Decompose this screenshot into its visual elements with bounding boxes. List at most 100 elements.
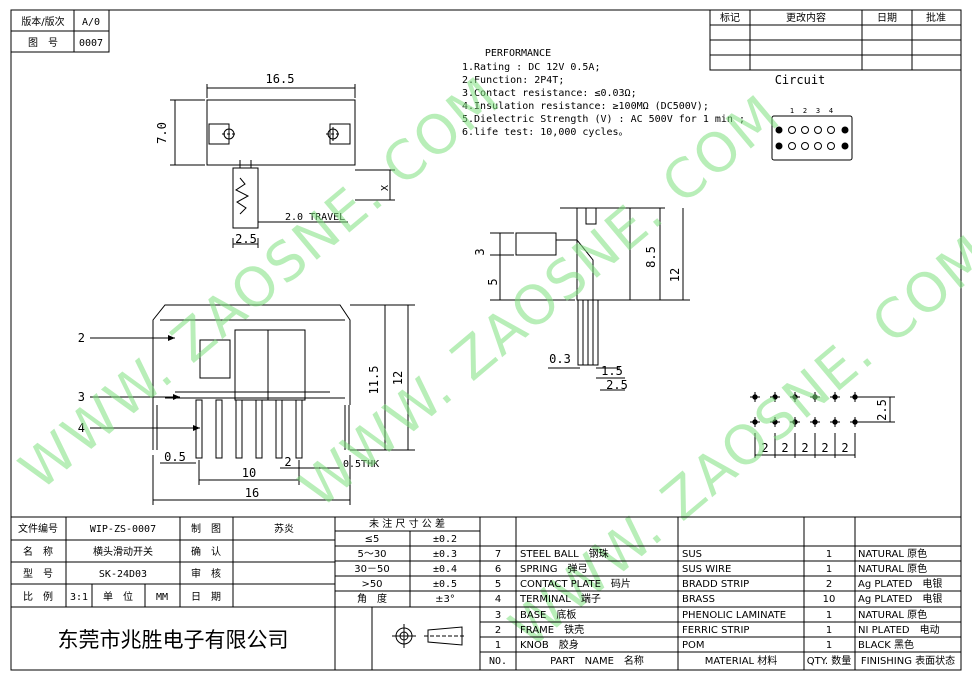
header-block: 版本/版次 A/0 图 号 0007 xyxy=(10,9,110,53)
scale-label: 比 例 xyxy=(23,590,53,603)
revision-header-approve: 批准 xyxy=(926,11,946,24)
tol-range-4: >50 xyxy=(361,579,382,590)
confirm-label: 确 认 xyxy=(191,545,221,558)
bom-cell-qty: 1 xyxy=(826,564,832,575)
bom-cell-qty: 2 xyxy=(826,579,832,590)
bom-cell-material: BRADD STRIP xyxy=(682,579,749,590)
footprint-pitch-4: 2 xyxy=(821,441,828,455)
bom-grid xyxy=(479,516,962,671)
dim-side-1-5: 1.5 xyxy=(601,364,623,378)
performance-line-6: 6.life test: 10,000 cycles。 xyxy=(462,127,629,138)
scale-value: 3:1 xyxy=(70,592,88,603)
side-view xyxy=(490,207,690,391)
model-label: 型 号 xyxy=(23,567,53,580)
tolerance-title: 未 注 尺 寸 公 差 xyxy=(369,517,445,530)
tol-value-1: ±0.2 xyxy=(433,534,457,545)
footprint-pitch-3: 2 xyxy=(801,441,808,455)
footprint-pad xyxy=(772,419,778,425)
dim-side-3: 3 xyxy=(473,248,487,255)
revision-table xyxy=(709,9,962,71)
footprint-pad xyxy=(792,394,798,400)
footprint-pad xyxy=(832,419,838,425)
circuit-pin-4: 4 xyxy=(829,107,833,115)
bom-cell-finish: Ag PLATED 电银 xyxy=(858,592,942,605)
bom-cell-material: SUS xyxy=(682,549,702,560)
dim-front-16: 16 xyxy=(245,486,259,500)
top-view xyxy=(170,84,395,248)
bom-header-part: PART NAME 名称 xyxy=(550,654,644,667)
footprint-pad xyxy=(752,419,758,425)
bom-cell-part: TERMINAL 端子 xyxy=(519,592,601,605)
drafter-value: 苏炎 xyxy=(274,522,294,535)
bom-header-finish: FINISHING 表面状态 xyxy=(861,654,955,667)
footprint-pad xyxy=(852,419,858,425)
name-value: 横头滑动开关 xyxy=(93,545,153,558)
bom-cell-qty: 1 xyxy=(826,625,832,636)
performance-title: PERFORMANCE xyxy=(485,48,551,59)
dim-front-2: 2 xyxy=(284,455,291,469)
footprint-pad xyxy=(812,394,818,400)
bom-cell-material: BRASS xyxy=(682,594,715,605)
bom-header-qty: QTY. 数量 xyxy=(807,654,851,667)
dim-front-11-5: 11.5 xyxy=(367,366,381,395)
drawing-no-value: 0007 xyxy=(79,38,103,49)
dim-side-5: 5 xyxy=(486,278,500,285)
performance-line-2: 2.Function: 2P4T; xyxy=(462,75,564,86)
tol-value-2: ±0.3 xyxy=(433,549,457,560)
drafter-label: 制 图 xyxy=(191,522,221,535)
file-no-value: WIP-ZS-0007 xyxy=(90,524,156,535)
name-label: 名 称 xyxy=(23,545,53,558)
projection-symbol xyxy=(392,624,466,648)
bom-cell-no: 6 xyxy=(495,564,501,575)
footprint-pad xyxy=(792,419,798,425)
circuit-pin-2: 2 xyxy=(803,107,807,115)
tol-range-1: ≤5 xyxy=(365,534,380,545)
performance-line-3: 3.Contact resistance: ≤0.03Ω; xyxy=(462,88,637,99)
bom-cell-finish: NATURAL 原色 xyxy=(858,547,927,560)
front-callout-arrows xyxy=(168,335,200,431)
bom-cell-finish: NI PLATED 电动 xyxy=(858,623,940,636)
unit-value: MM xyxy=(156,592,168,603)
dim-side-0-3: 0.3 xyxy=(549,352,571,366)
tol-value-4: ±0.5 xyxy=(433,579,457,590)
bom-cell-no: 5 xyxy=(495,579,501,590)
watermark-1: WWW. ZAOSNE. COM xyxy=(8,64,513,502)
tol-range-2: 5～30 xyxy=(357,549,386,560)
dim-travel: 2.0 TRAVEL xyxy=(285,212,345,223)
footprint-pad xyxy=(772,394,778,400)
performance-line-4: 4.Insulation resistance: ≥100MΩ (DC500V)… xyxy=(462,101,709,112)
bom-cell-no: 7 xyxy=(495,549,501,560)
bom-cell-finish: NATURAL 原色 xyxy=(858,562,927,575)
circuit-pin-1: 1 xyxy=(790,107,794,115)
callout-3: 3 xyxy=(78,390,85,404)
bom-cell-no: 1 xyxy=(495,640,501,651)
tol-value-3: ±0.4 xyxy=(433,564,457,575)
callout-4: 4 xyxy=(78,421,85,435)
date-label: 日 期 xyxy=(191,591,221,603)
dim-front-0-5: 0.5 xyxy=(164,450,186,464)
bom-cell-part: KNOB 胶身 xyxy=(520,638,579,651)
bom-cell-material: POM xyxy=(682,640,705,651)
dim-pin-offset: 2.5 xyxy=(235,232,257,246)
dim-front-10: 10 xyxy=(242,466,256,480)
front-view xyxy=(90,304,415,505)
footprint-pad xyxy=(832,394,838,400)
performance-line-5: 5.Dielectric Strength (V) : AC 500V for … xyxy=(462,114,745,125)
dim-front-12: 12 xyxy=(391,371,405,385)
bom-cell-no: 4 xyxy=(495,594,501,605)
bom-cell-finish: NATURAL 原色 xyxy=(858,608,927,621)
revision-header-date: 日期 xyxy=(877,12,897,24)
bom-cell-part: BASE 底板 xyxy=(520,608,576,621)
unit-label: 单 位 xyxy=(103,590,133,603)
bom-cell-qty: 10 xyxy=(823,594,836,605)
bom-cell-material: SUS WIRE xyxy=(682,564,731,575)
dim-side-2-5: 2.5 xyxy=(606,378,628,392)
dim-side-12: 12 xyxy=(668,268,682,282)
performance-list: 1.Rating : DC 12V 0.5A; 2.Function: 2P4T… xyxy=(462,62,745,138)
tol-range-5: 角 度 xyxy=(357,592,387,605)
version-label: 版本/版次 xyxy=(21,15,64,28)
circuit-diagram xyxy=(771,115,853,161)
bom-cell-no: 2 xyxy=(495,625,501,636)
bom-cell-qty: 1 xyxy=(826,549,832,560)
